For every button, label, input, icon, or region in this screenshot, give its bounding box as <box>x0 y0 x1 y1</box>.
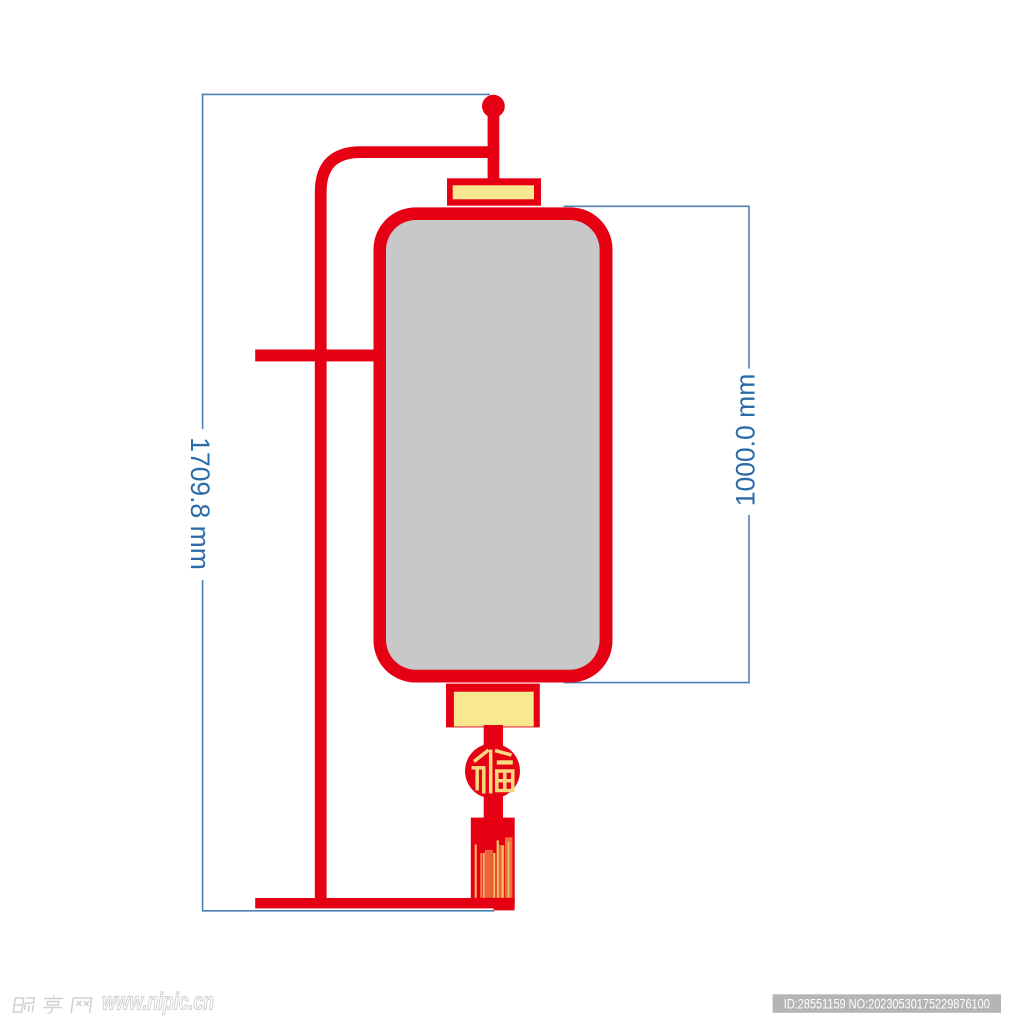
svg-text:ID:28551159 NO:202305301752298: ID:28551159 NO:20230530175229876100 <box>784 997 990 1013</box>
svg-text:1000.0 mm: 1000.0 mm <box>731 374 761 507</box>
svg-text:1709.8 mm: 1709.8 mm <box>185 437 215 570</box>
svg-text:www.nipic.cn: www.nipic.cn <box>102 989 214 1016</box>
